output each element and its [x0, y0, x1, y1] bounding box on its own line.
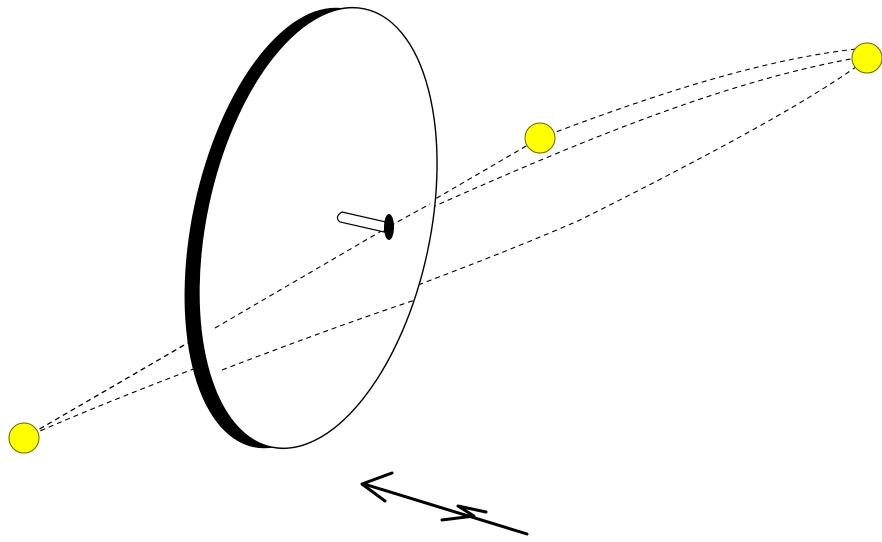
north-arrow-shaft	[362, 482, 529, 536]
sun-marker-icon	[851, 42, 882, 74]
sundial-disk	[184, 6, 438, 450]
sun-path-upper	[23, 55, 869, 439]
sun-ray-front-upper	[389, 203, 431, 227]
north-arrow-head	[360, 471, 394, 503]
gnomon-base	[384, 214, 394, 240]
sun-path-lower-front	[221, 299, 416, 371]
sun-path-lower	[23, 57, 869, 439]
sun-paths-front	[214, 203, 431, 371]
sun-marker-icon	[8, 422, 40, 454]
north-letter-n	[440, 504, 488, 522]
sun-ray-front	[214, 225, 391, 329]
disk-face	[198, 6, 438, 450]
north-arrow-icon	[360, 471, 529, 536]
sun-paths	[23, 47, 869, 439]
gnomon	[336, 211, 394, 240]
gnomon-rod	[336, 211, 387, 233]
sun-marker-icon	[524, 122, 556, 154]
sun-positions	[8, 42, 882, 454]
